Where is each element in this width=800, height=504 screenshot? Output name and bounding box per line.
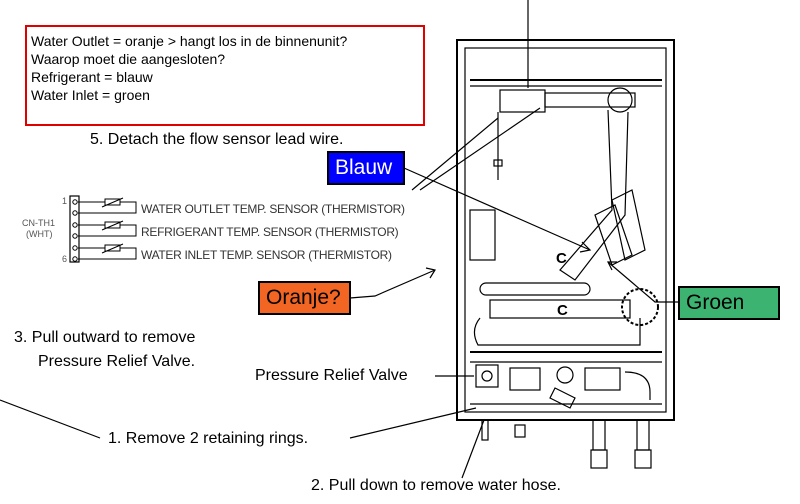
step-2-text: 2. Pull down to remove water hose. — [311, 477, 561, 494]
note-line: Water Inlet = groen — [31, 87, 150, 103]
pipe-label-c-lower: C — [557, 302, 568, 319]
step-5-text: 5. Detach the flow sensor lead wire. — [90, 131, 344, 148]
pressure-relief-valve-label: Pressure Relief Valve — [255, 367, 408, 384]
leader-step5-b — [419, 107, 541, 191]
pin-6-label: 6 — [62, 254, 68, 264]
leader-groen — [607, 261, 678, 303]
step-3-line-2: Pressure Relief Valve. — [38, 353, 196, 370]
note-line: Refrigerant = blauw — [31, 69, 153, 85]
sensor-water-inlet: WATER INLET TEMP. SENSOR (THERMISTOR) — [141, 248, 392, 262]
unit-inner-frame — [464, 47, 667, 413]
connector-cn-th1 — [69, 195, 80, 263]
sensor-refrigerant: REFRIGERANT TEMP. SENSOR (THERMISTOR) — [141, 225, 399, 239]
leader-step2 — [461, 419, 485, 479]
leader-step1 — [349, 407, 477, 439]
unit-cabinet — [456, 39, 675, 421]
pump — [621, 288, 659, 326]
sensor-water-outlet: WATER OUTLET TEMP. SENSOR (THERMISTOR) — [141, 202, 405, 216]
step-3-line-1: 3. Pull outward to remove — [14, 329, 196, 346]
step-1-text: 1. Remove 2 retaining rings. — [108, 430, 309, 447]
pipe-label-c-upper: C — [556, 250, 567, 267]
pin-1-label: 1 — [62, 196, 68, 206]
note-line: Water Outlet = oranje > hangt los in de … — [31, 33, 348, 49]
pipe-main — [559, 109, 629, 281]
bracket — [469, 209, 496, 261]
label-groen: Groen — [678, 286, 780, 320]
pressure-relief-valve — [475, 364, 499, 388]
leader-step5-a — [411, 117, 499, 191]
connector-name: CN-TH1 — [22, 218, 55, 228]
label-oranje: Oranje? — [258, 281, 351, 315]
question-note: Water Outlet = oranje > hangt los in de … — [25, 25, 425, 126]
label-blauw: Blauw — [327, 151, 405, 185]
leader-oranje — [349, 269, 436, 299]
leader-blauw — [403, 167, 591, 251]
note-line: Waarop moet die aangesloten? — [31, 51, 226, 67]
connector-color: (WHT) — [26, 229, 53, 239]
leader-step3 — [0, 399, 101, 439]
